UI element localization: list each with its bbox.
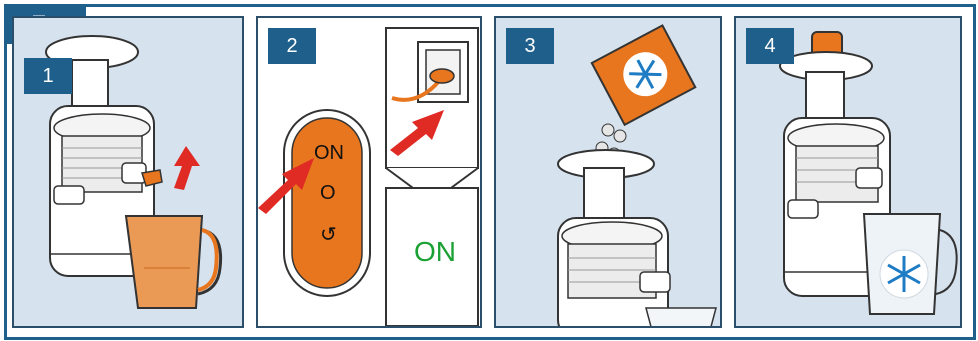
reverse-button-label: ↺ [320,222,337,247]
juicer-chute-icon [806,72,844,120]
step-number-badge: 3 [506,28,554,64]
jug-icon [126,216,202,308]
juicer-chute-icon [584,168,624,220]
step-number-badge: 1 [24,58,72,94]
frozen-food-box-icon [592,25,695,124]
step-panel-4: 4 [734,16,962,328]
on-button-label: ON [314,142,344,165]
power-illustration [258,18,482,328]
juicer-chute-icon [72,60,108,106]
jug-icon [646,308,716,328]
step-number-badge: 4 [746,28,794,64]
step-number-badge: 2 [268,28,316,64]
power-plug-icon [430,69,454,83]
frozen-food-illustration [496,18,722,328]
off-button-label: O [320,182,336,205]
pusher-illustration [736,18,962,328]
arrow-up-icon [174,146,200,190]
step-panel-3: 3 [494,16,722,328]
juice-cap-icon [142,170,162,186]
power-on-indicator: ON [414,236,456,268]
step-panel-1: 1 [12,16,244,328]
step-panel-2: 2 ON O ↺ ON [256,16,482,328]
